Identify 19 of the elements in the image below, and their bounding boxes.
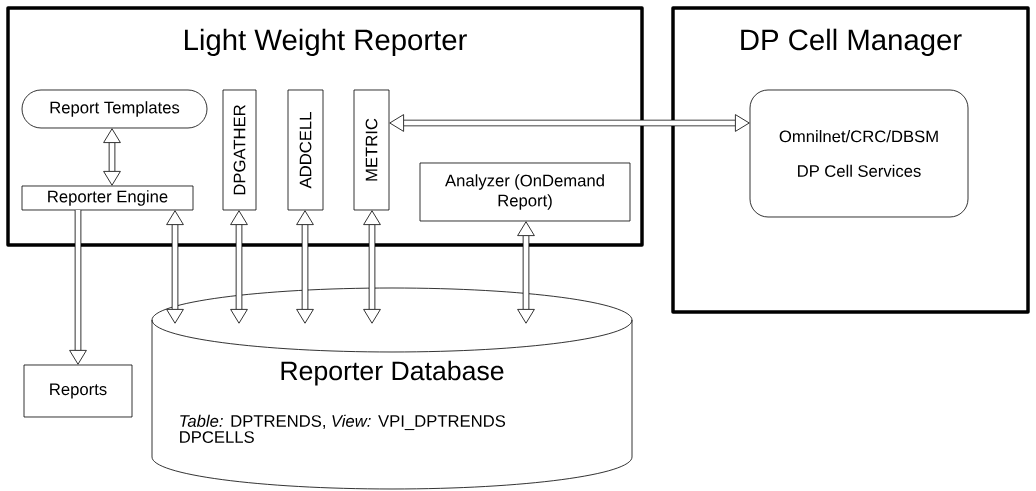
node-label: Reporter Database: [281, 360, 504, 386]
database-cylinder: Reporter Database Table: DPTRENDS, View: VPI_DPTRENDS DPCELLS: [151, 287, 633, 490]
process-box: Analyzer (OnDemand Report): [419, 162, 631, 222]
double-arrow: [363, 210, 381, 324]
module-box: DPGATHER: [222, 89, 257, 211]
process-box: Reporter Engine: [21, 185, 194, 211]
template-box: Report Templates: [21, 89, 208, 129]
double-arrow: [517, 221, 535, 324]
double-arrow: [103, 128, 121, 186]
double-arrow: [230, 210, 248, 324]
double-arrow: [389, 114, 750, 132]
process-box: Reports: [23, 364, 133, 418]
module-box: METRIC: [353, 89, 390, 211]
node-label: Table: DPTRENDS, View: VPI_DPTRENDS DPCELLS: [180, 414, 506, 443]
module-box: ADDCELL: [287, 89, 324, 211]
double-arrow: [166, 210, 184, 324]
double-arrow: [296, 210, 314, 324]
double-arrow: [69, 210, 87, 365]
service-box: Omnilnet/CRC/DBSM DP Cell Services: [749, 89, 969, 218]
